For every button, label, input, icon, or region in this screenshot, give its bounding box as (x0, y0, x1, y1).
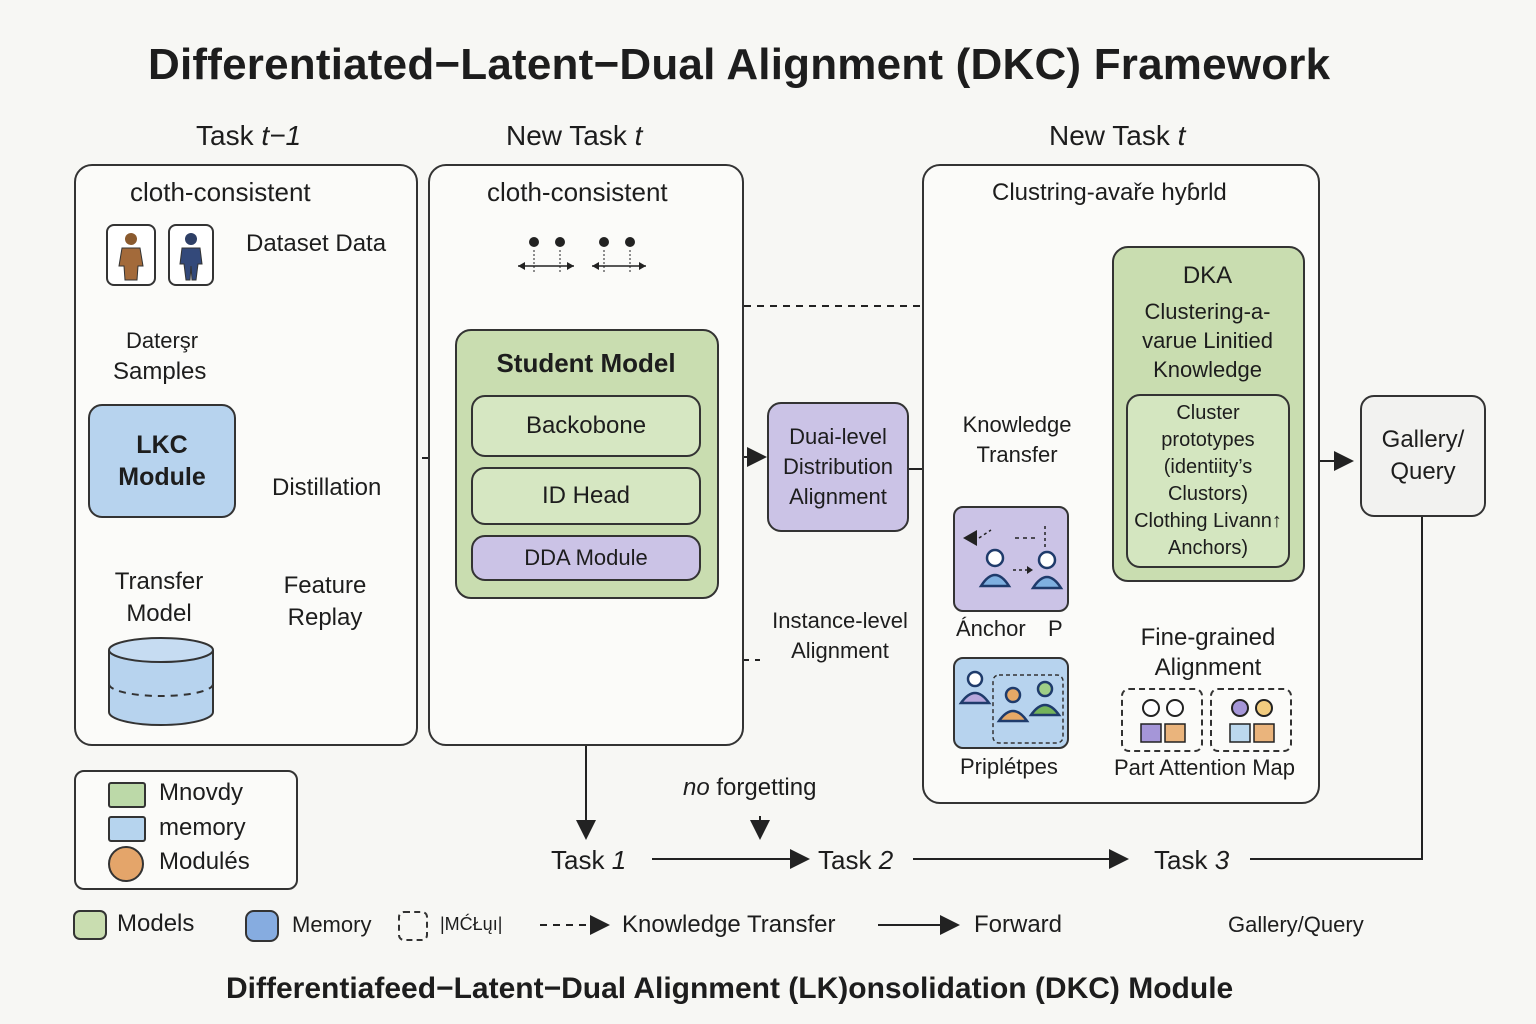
panel1-heading: cloth-consistent (130, 177, 311, 207)
part-attention-map-1 (1121, 688, 1203, 752)
no-forgetting-em: no (683, 774, 710, 801)
person-figure-icon (118, 233, 144, 281)
task-num: 3 (1214, 845, 1230, 875)
part-attention-map-2 (1210, 688, 1292, 752)
anchor-label: Ánchor (956, 616, 1026, 641)
lkc-module-box[interactable]: LKC Module (88, 404, 236, 518)
bottom-legend-memory-swatch (245, 910, 279, 942)
cluster-prototypes-box[interactable]: Cluster prototypes (identiity’s Clustors… (1126, 394, 1290, 568)
line-task3-to-gallery (1250, 515, 1423, 860)
dual-level-alignment-box[interactable]: Duai-level Distribution Alignment (767, 402, 909, 532)
no-forgetting-rest: forgetting (709, 774, 817, 801)
person-figure-icon (179, 233, 203, 281)
header-prefix: New Task (1049, 120, 1178, 151)
bottom-legend-mkui: |MĆŁųı| (440, 914, 503, 934)
fine-grained-alignment-label: Fine-grained Alignment (1140, 624, 1276, 681)
dka-subtitle: Clustering-a- varue Linitied Knowledge (1142, 299, 1273, 382)
bottom-legend-dashed-swatch (398, 911, 428, 941)
memory-database-icon (108, 637, 214, 726)
feature-replay-label: Feature Replay (283, 572, 367, 631)
distillation-label: Distillation (272, 474, 382, 501)
triplet-people-icon (958, 670, 1064, 744)
transfer-model-label: Transfer Model (114, 568, 204, 627)
task-num: 2 (878, 845, 894, 875)
header-prefix: Task (196, 120, 262, 151)
positive-label: P (1048, 616, 1063, 641)
column-header-new-task-2: New Task t (1049, 120, 1185, 152)
task-prefix: Task (1154, 845, 1215, 875)
task-num: 1 (611, 845, 627, 875)
footer-title: Differentiafeed−Latent−Dual Alignment (L… (226, 972, 1234, 1005)
task-1-label: Task 1 (551, 845, 626, 876)
header-var: t (1177, 120, 1186, 151)
legend-swatch-blue (108, 816, 146, 842)
bottom-legend-forward: Forward (974, 911, 1063, 938)
page-title: Differentiated−Latent−Dual Alignment (DK… (148, 40, 1331, 89)
part-attention-label: Part Attention Map (1114, 755, 1295, 780)
dka-title: DKA (1182, 262, 1233, 289)
column-header-new-task-1: New Task t (506, 120, 642, 152)
samples-label: Samples (113, 358, 207, 385)
dda-module-box[interactable]: DDA Module (471, 535, 701, 581)
dater-label: Daterşr (126, 328, 199, 353)
bottom-legend-knowledge-transfer: Knowledge Transfer (622, 911, 836, 938)
task-prefix: Task (551, 845, 612, 875)
no-forgetting-label: no forgetting (683, 774, 816, 802)
triplets-label: Priplétpes (960, 754, 1058, 779)
column-header-task-prev: Task t−1 (196, 120, 301, 152)
task-prefix: Task (818, 845, 879, 875)
person-icon-blue (168, 224, 214, 286)
anchor-box[interactable] (953, 506, 1069, 612)
header-var: t (634, 120, 643, 151)
legend-item-1: Mnovdy (159, 779, 244, 806)
id-head-box[interactable]: ID Head (471, 467, 701, 525)
bottom-legend-memory: Memory (292, 912, 372, 937)
bottom-legend-models-swatch (73, 910, 107, 940)
person-icon-brown (106, 224, 156, 286)
instance-level-label: Instance-level Alignment (772, 608, 908, 663)
legend-swatch-orange (108, 846, 144, 882)
backbone-box[interactable]: Backobone (471, 395, 701, 457)
legend-swatch-green (108, 782, 146, 808)
knowledge-transfer-label: Knowledge Transfer (962, 412, 1072, 467)
panel2-heading: cloth-consistent (487, 177, 668, 207)
gallery-query-box[interactable]: Gallery/ Query (1360, 395, 1486, 517)
anchor-positive-icon (963, 526, 1064, 590)
point-pairs-icon (518, 237, 646, 272)
bottom-legend-models: Models (117, 910, 195, 937)
part-attention-icon (1229, 699, 1275, 743)
dataset-data-label: Dataset Data (246, 230, 387, 257)
panel3-heading: Clustring-avaře hyɓrld (992, 179, 1227, 206)
header-var: t−1 (261, 120, 302, 151)
task-2-label: Task 2 (818, 845, 893, 876)
part-attention-icon (1140, 699, 1186, 743)
task-3-label: Task 3 (1154, 845, 1229, 876)
legend-item-2: memory (159, 814, 246, 841)
student-model-label: Student Model (496, 348, 676, 378)
triplets-box[interactable] (953, 657, 1069, 749)
header-prefix: New Task (506, 120, 635, 151)
legend-item-3: Modulés (159, 848, 250, 875)
bottom-legend-gallery-query: Gallery/Query (1228, 912, 1364, 937)
